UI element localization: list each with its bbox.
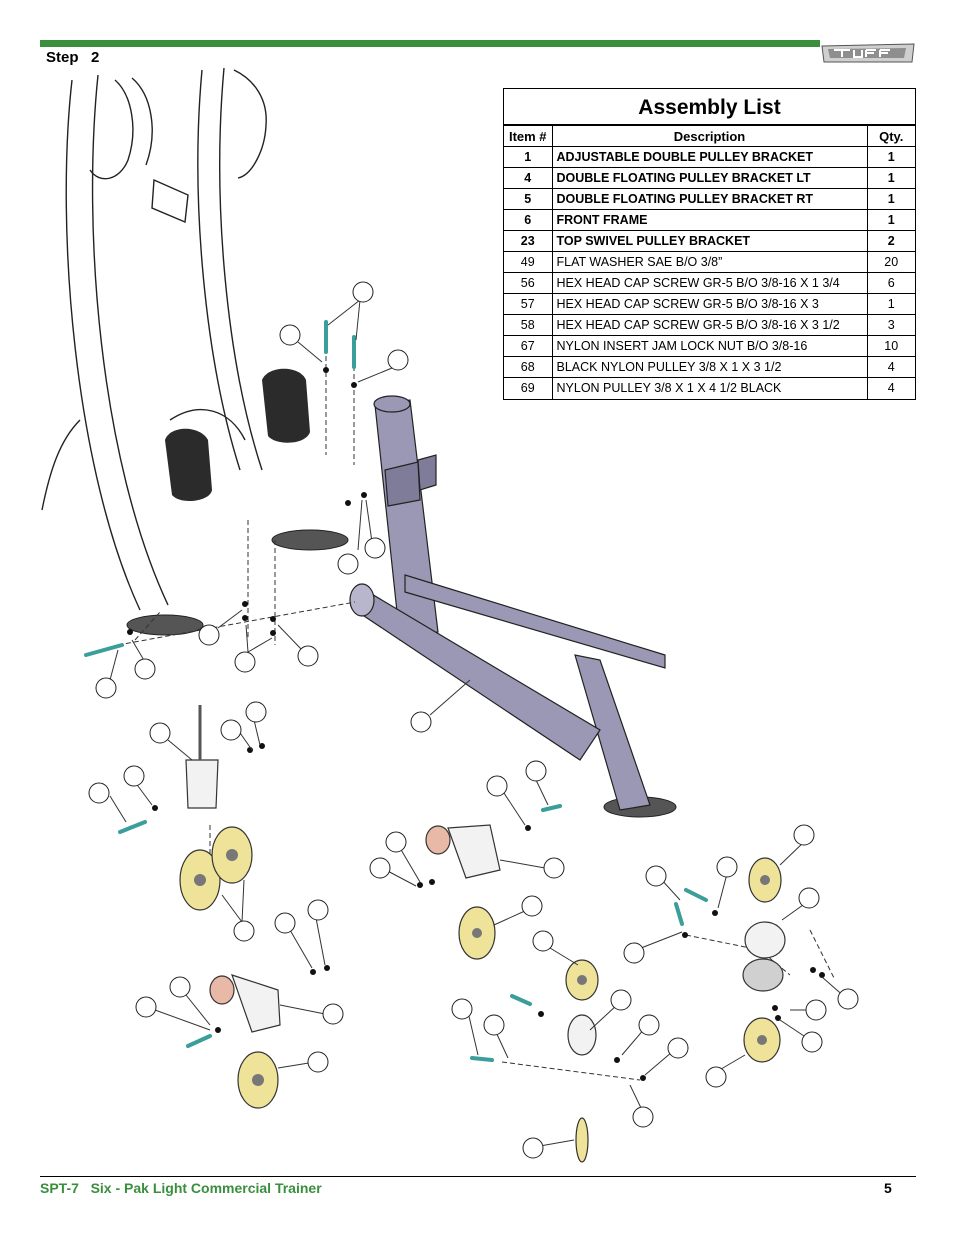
footer-rule	[40, 1176, 916, 1177]
cell-description: FRONT FRAME	[551, 209, 868, 231]
pulley-hubs	[194, 849, 770, 1086]
cell-qty: 4	[866, 377, 915, 399]
bolts	[84, 320, 708, 1062]
step-label: Step 2	[46, 49, 100, 66]
page-number: 5	[884, 1180, 892, 1196]
callout-circles	[88, 281, 859, 1159]
cell-item: 67	[504, 335, 553, 357]
seat-pads	[165, 368, 310, 502]
cell-description: HEX HEAD CAP SCREW GR-5 B/O 3/8-16 X 3	[551, 293, 868, 315]
header-rule	[40, 40, 820, 47]
cell-item: 68	[504, 356, 553, 378]
cell-item: 69	[504, 377, 553, 399]
washers-and-nuts	[127, 367, 825, 1081]
cell-qty: 10	[866, 335, 915, 357]
bolt-guide-lines	[117, 340, 836, 1081]
pulley-brackets	[185, 705, 786, 1056]
cell-description: NYLON PULLEY 3/8 X 1 X 4 1/2 BLACK	[551, 377, 868, 399]
cell-description: NYLON INSERT JAM LOCK NUT B/O 3/8-16	[551, 335, 868, 357]
leader-lines	[109, 299, 847, 1147]
footer-title: SPT-7 Six - Pak Light Commercial Trainer	[40, 1180, 322, 1196]
tuffstuff-logo-icon	[821, 43, 915, 63]
assembly-list-title: Assembly List	[504, 89, 915, 125]
front-frame	[349, 395, 666, 811]
main-frame-uprights	[41, 67, 267, 611]
cell-description: DOUBLE FLOATING PULLEY BRACKET RT	[551, 188, 868, 210]
column-header-qty: Qty.	[866, 125, 915, 147]
cell-description: HEX HEAD CAP SCREW GR-5 B/O 3/8-16 X 1 3…	[551, 272, 868, 294]
cell-item: 23	[504, 230, 553, 252]
cell-description: TOP SWIVEL PULLEY BRACKET	[551, 230, 868, 252]
